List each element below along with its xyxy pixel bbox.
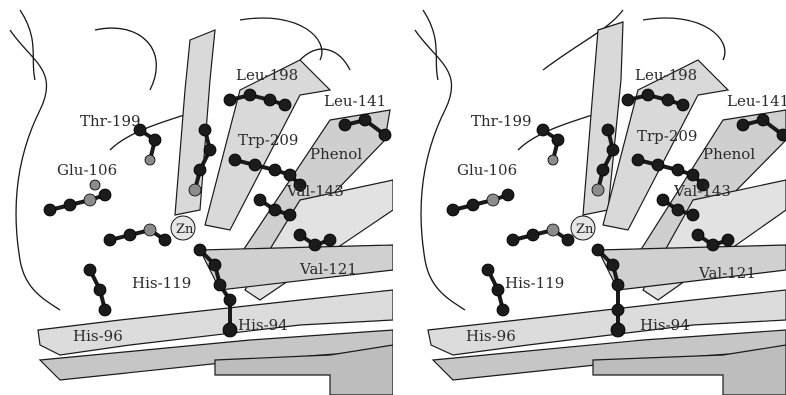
label-thr-199: Thr-199 [471,112,532,130]
label-leu-198: Leu-198 [236,66,298,84]
zinc-ion: Zn [171,216,195,240]
zinc-ion: Zn [571,216,595,240]
label-phenol: Phenol [310,145,362,163]
label-his-96: His-96 [466,327,516,345]
ribbon-strand-5 [598,245,786,290]
stereo-panel-left: Zn Leu-198 Leu-141 Thr-199 Trp-209 Pheno… [0,0,393,395]
label-val-143: Val-143 [286,182,344,200]
label-leu-141: Leu-141 [727,92,786,110]
label-thr-199: Thr-199 [80,112,141,130]
label-glu-106: Glu-106 [57,161,117,179]
label-his-119: His-119 [505,274,564,292]
label-val-121: Val-121 [698,264,756,282]
label-trp-209: Trp-209 [637,127,697,145]
label-leu-198: Leu-198 [635,66,697,84]
label-leu-141: Leu-141 [324,92,386,110]
label-his-94: His-94 [640,316,690,334]
label-phenol: Phenol [703,145,755,163]
label-his-119: His-119 [132,274,191,292]
molecular-structure-right: Zn Leu-198 Leu-141 Thr-199 Trp-209 Pheno… [393,0,786,395]
label-val-143: Val-143 [673,182,731,200]
label-his-96: His-96 [73,327,123,345]
label-his-94: His-94 [238,316,288,334]
ribbon-strand-5 [200,245,393,290]
label-glu-106: Glu-106 [457,161,517,179]
label-trp-209: Trp-209 [238,131,298,149]
label-zn: Zn [576,222,594,237]
label-zn: Zn [176,222,194,237]
label-val-121: Val-121 [299,260,357,278]
stereo-panel-right: Zn Leu-198 Leu-141 Thr-199 Trp-209 Pheno… [393,0,786,395]
molecular-structure-left: Zn Leu-198 Leu-141 Thr-199 Trp-209 Pheno… [0,0,393,395]
